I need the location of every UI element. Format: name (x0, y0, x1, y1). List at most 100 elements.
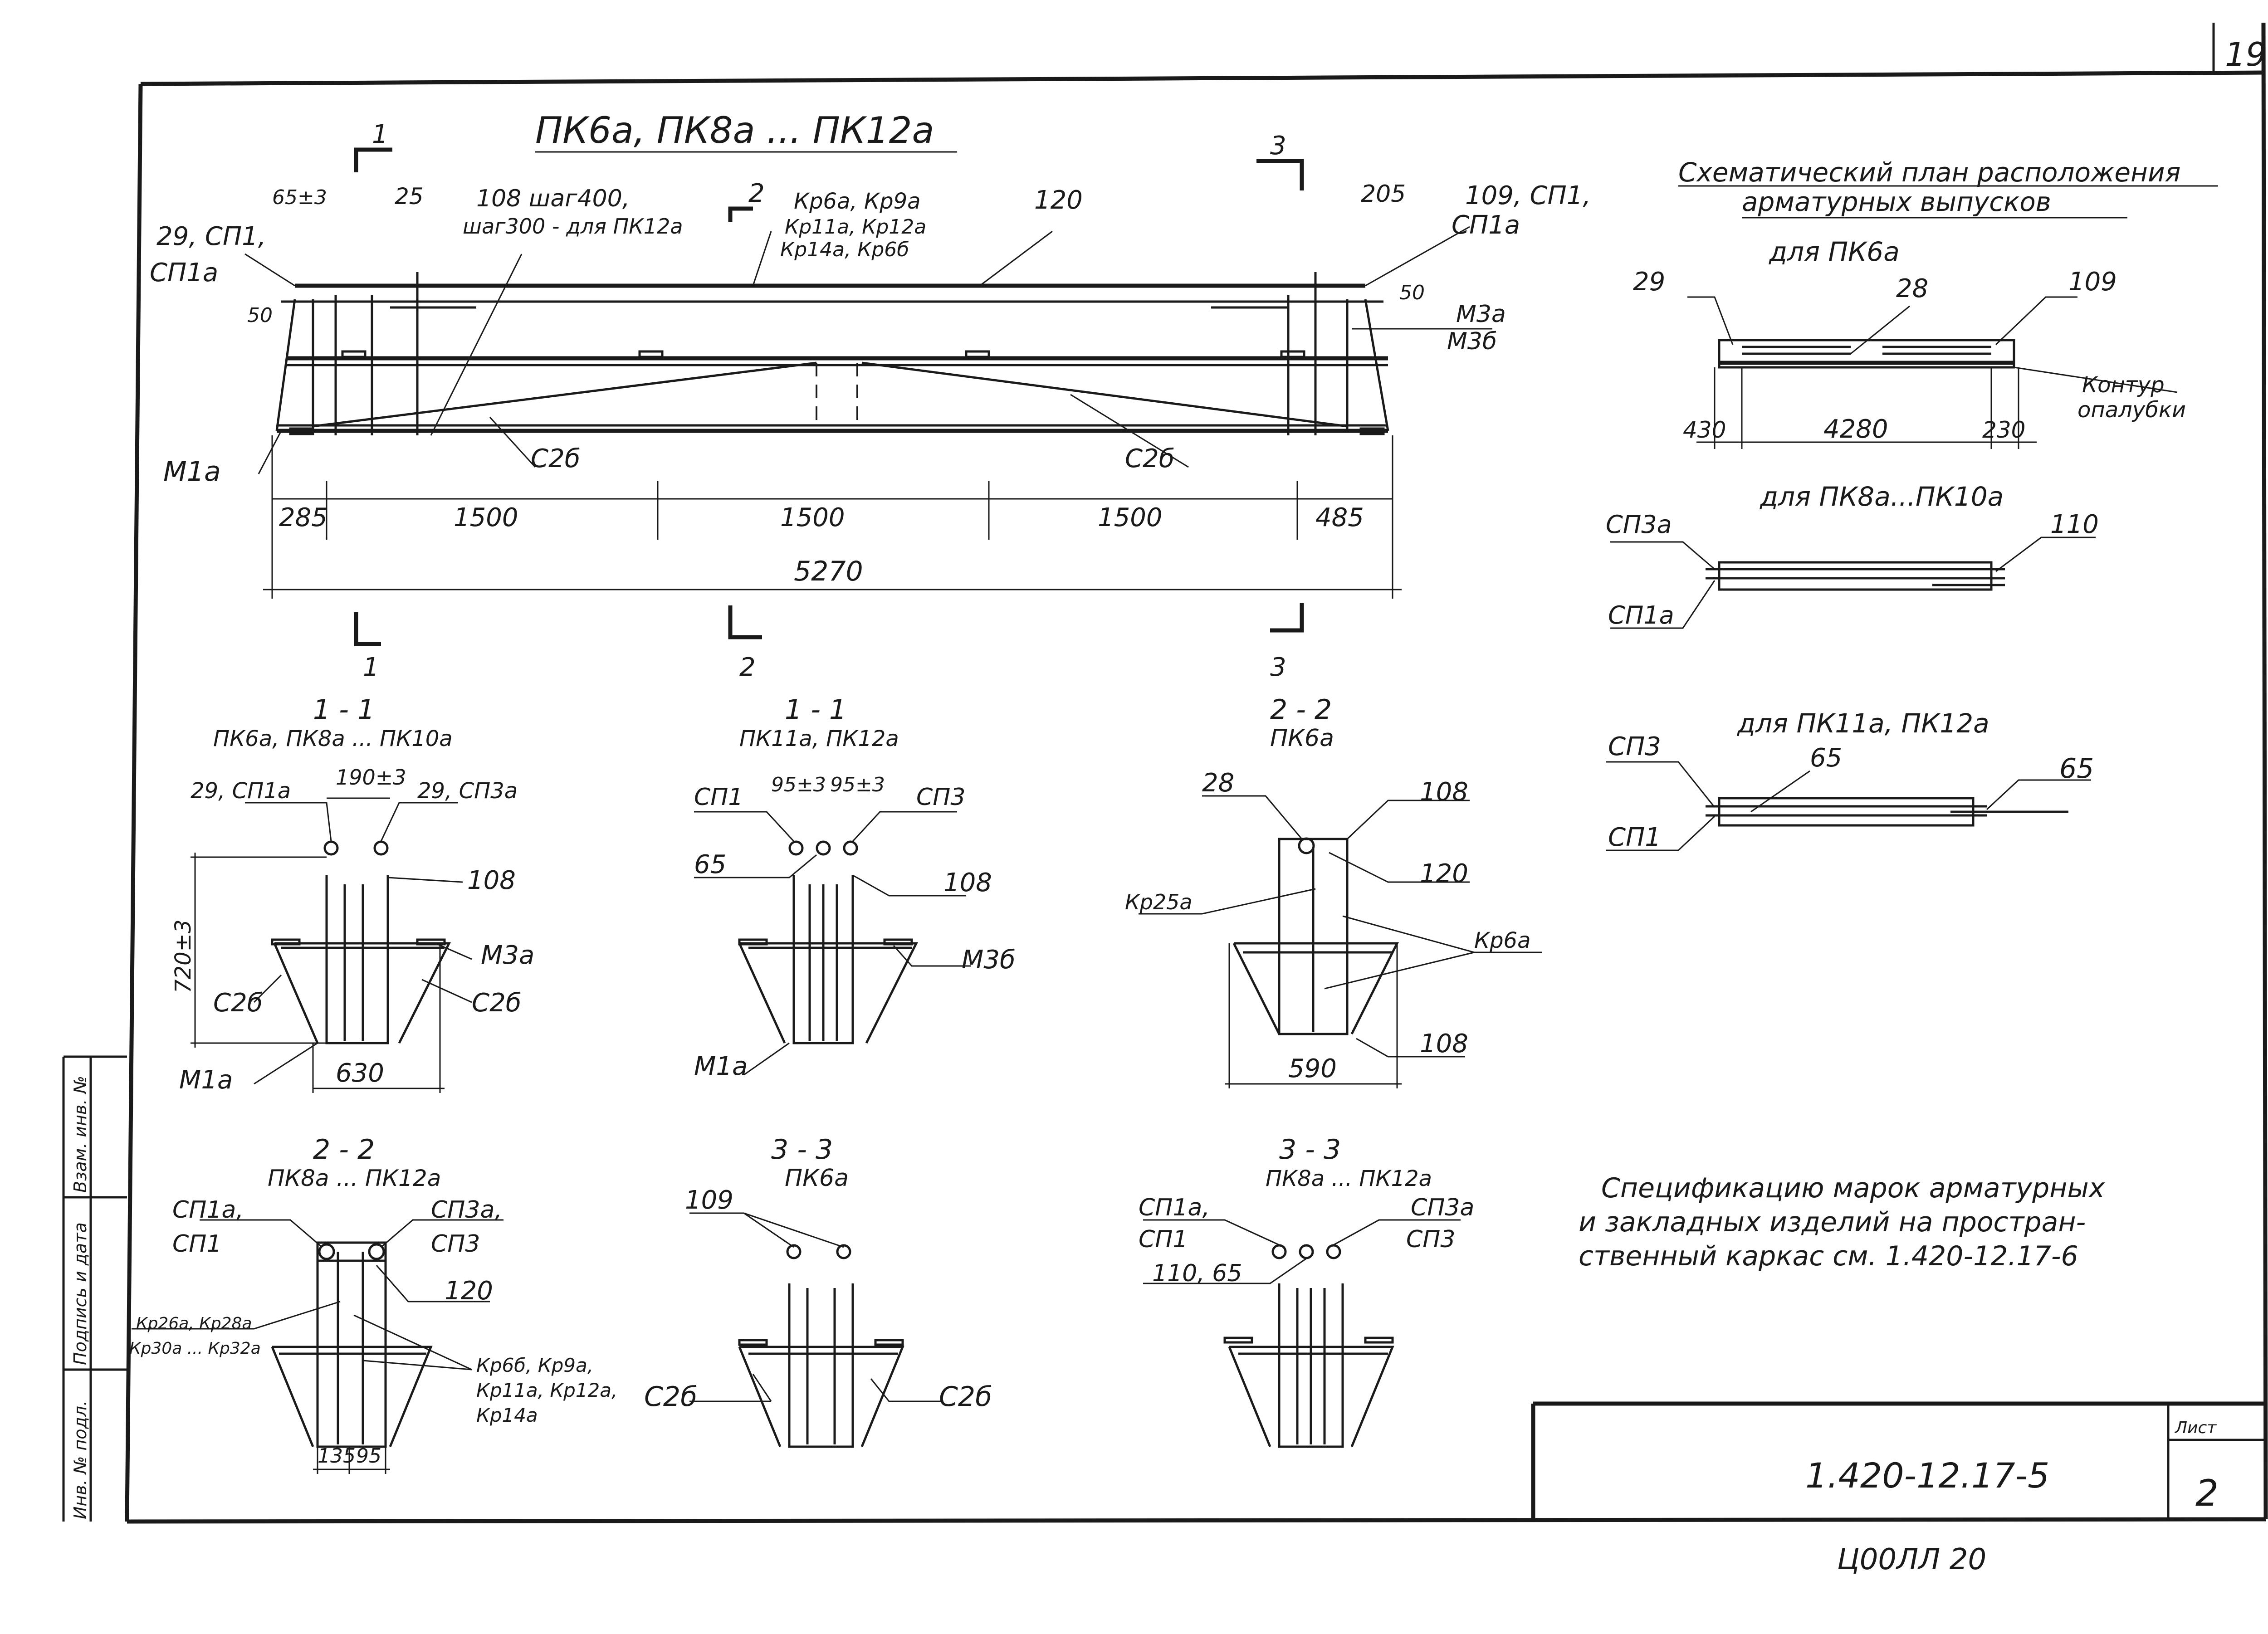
s11a-left: 29, СП1а (191, 778, 291, 804)
label-65: 65±3 (272, 186, 327, 209)
cut-1-bottom: 1 (363, 653, 379, 682)
plan-dim-4280: 4280 (1823, 415, 1888, 444)
plan-pk11a-title: для ПК11а, ПК12а (1737, 708, 1989, 739)
s11a-m3a: М3а (481, 941, 534, 970)
section-1-1-pk11a (694, 811, 971, 1076)
cut-2-top: 2 (748, 179, 765, 208)
label-sp1a: СП1а (150, 258, 218, 288)
label-m1a: М1а (163, 456, 221, 488)
s22a-sub: ПК6а (1270, 725, 1334, 752)
s33a-title: 3 - 3 (771, 1134, 833, 1166)
s22a-590: 590 (1288, 1054, 1337, 1083)
s33b-title: 3 - 3 (1279, 1134, 1341, 1166)
s22b-kr30: Кр30а ... Кр32а (129, 1339, 261, 1358)
s22b-sub: ПК8а ... ПК12а (268, 1165, 441, 1191)
dim-1500-a: 1500 (454, 503, 518, 532)
dim-total-5270: 5270 (794, 556, 863, 587)
plan-pk11a-sp1: СП1 (1608, 823, 1661, 852)
label-108-step-pk12: шаг300 - для ПК12а (463, 214, 683, 239)
cut-2-bottom: 2 (739, 653, 756, 682)
label-c2b-left: С2б (531, 444, 580, 473)
plan-title-line2: арматурных выпусков (1742, 186, 2051, 217)
plan-pk6a-109: 109 (2068, 267, 2117, 297)
label-m3a: М3а (1456, 301, 1506, 328)
s22a-28: 28 (1202, 768, 1234, 798)
plan-pk6a-28: 28 (1896, 274, 1928, 303)
plan-pk6a (1687, 296, 2178, 449)
s33a-c2b-left: С2б (644, 1381, 697, 1413)
dim-1500-b: 1500 (780, 503, 845, 532)
label-kr-line2: Кр11а, Кр12а (785, 215, 926, 239)
sheet-number: 2 (2195, 1472, 2219, 1514)
label-25: 25 (395, 183, 424, 210)
note-line-2: и закладных изделий на простран- (1579, 1206, 2086, 1238)
label-sp1a-right: СП1а (1452, 210, 1520, 240)
s11b-sub: ПК11а, ПК12а (739, 726, 899, 751)
s22b-120: 120 (445, 1276, 493, 1306)
dim-1500-c: 1500 (1098, 503, 1163, 532)
s22b-kr11: Кр11а, Кр12а, (476, 1379, 617, 1401)
s11a-720: 720±3 (171, 920, 196, 993)
plan-dim-430: 430 (1683, 417, 1726, 443)
s11a-630: 630 (336, 1058, 384, 1088)
s11b-65: 65 (694, 850, 726, 879)
corner-sheet-number: 19 (2225, 35, 2267, 73)
plan-pk8a (1610, 537, 2096, 629)
s22a-108-bottom: 108 (1420, 1029, 1468, 1058)
dim-285: 285 (279, 503, 327, 532)
s33a-sub: ПК6а (785, 1165, 849, 1192)
elevation-title: ПК6а, ПК8а ... ПК12а (535, 109, 934, 151)
s22b-135: 135 (318, 1444, 356, 1468)
s11b-sp3: СП3 (916, 784, 966, 811)
plan-pk8a-sp1a: СП1а (1608, 601, 1674, 629)
s11b-m1a: М1а (694, 1052, 748, 1081)
label-kr-line1: Кр6а, Кр9а (794, 189, 921, 214)
side-stamp-2: Подпись и дата (70, 1222, 90, 1365)
s11a-c2b-left: С2б (213, 988, 263, 1018)
label-m3b: М3б (1447, 328, 1497, 355)
s33b-sub: ПК8а ... ПК12а (1266, 1166, 1432, 1191)
label-108-step: 108 шаг400, (476, 185, 630, 212)
note-line-1: Спецификацию марок арматурных (1601, 1172, 2105, 1204)
section-2-2-pk6a (1139, 795, 1542, 1088)
s22a-kr25: Кр25а (1125, 890, 1193, 914)
s22a-120: 120 (1420, 859, 1468, 888)
s11a-right: 29, СП3а (417, 778, 518, 804)
s33b-110-65: 110, 65 (1152, 1260, 1242, 1287)
cut-1-top: 1 (372, 120, 388, 149)
s33a-109: 109 (685, 1185, 733, 1215)
s11b-sp1: СП1 (694, 784, 743, 811)
s11b-95-b: 95±3 (830, 773, 885, 796)
section-3-3-pk6a (689, 1212, 943, 1448)
s11a-108: 108 (467, 866, 516, 895)
plan-pk8a-sp3a: СП3а (1606, 510, 1672, 539)
s11a-sub: ПК6а, ПК8а ... ПК10а (213, 726, 453, 751)
s22b-sp3: СП3 (431, 1230, 480, 1258)
label-205: 205 (1361, 180, 1406, 208)
s11b-108: 108 (943, 868, 992, 897)
plan-pk6a-29: 29 (1633, 267, 1665, 297)
s22b-95: 95 (356, 1444, 381, 1468)
section-2-2-pk8a (132, 1219, 503, 1474)
cut-3-bottom: 3 (1270, 653, 1286, 682)
s22b-sp3a: СП3а, (431, 1196, 502, 1224)
plan-contour-2: опалубки (2077, 397, 2186, 423)
s22b-kr6b: Кр6б, Кр9а, (476, 1354, 593, 1376)
label-50-right: 50 (1399, 281, 1425, 304)
s33b-sp1: СП1 (1139, 1226, 1188, 1253)
plan-pk6a-title: для ПК6а (1769, 236, 1900, 267)
plan-pk11a-65-b: 65 (2059, 753, 2094, 785)
s22b-kr14: Кр14а (476, 1404, 538, 1426)
plan-dim-230: 230 (1982, 417, 2025, 443)
label-109-sp1: 109, СП1, (1465, 181, 1591, 210)
label-120: 120 (1034, 185, 1083, 215)
bottom-note: Ц00ЛЛ 20 (1837, 1543, 1986, 1576)
plan-pk11a-sp3: СП3 (1608, 732, 1661, 761)
s33b-sp3a: СП3а (1411, 1194, 1474, 1221)
section-1-1-pk6a (191, 797, 472, 1093)
label-c2b-right: С2б (1125, 444, 1174, 473)
s22b-kr26: Кр26а, Кр28а (136, 1314, 252, 1333)
side-stamp-3: Взам. инв. № (70, 1076, 90, 1193)
s33a-c2b-right: С2б (939, 1381, 992, 1413)
label-50-left: 50 (247, 304, 273, 327)
